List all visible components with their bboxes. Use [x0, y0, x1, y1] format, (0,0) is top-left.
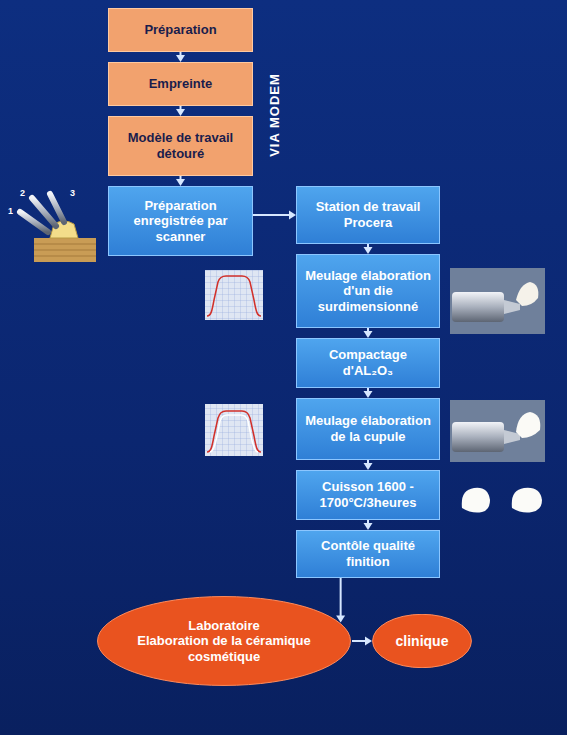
arrow-head: [176, 179, 185, 186]
fired-copings: [462, 488, 542, 513]
arrow-head: [364, 247, 373, 254]
flow-arrow: [253, 211, 296, 220]
node-text: Cuisson 1600 - 1700°C/3heures: [303, 479, 433, 510]
box-label: Préparation: [144, 22, 216, 38]
node-text: Meulage élaboration de la cupule: [303, 413, 433, 444]
flow-arrow: [364, 460, 373, 470]
ellipse-shape: [98, 597, 351, 686]
flow-arrow: [352, 637, 372, 646]
box-label: Compactage d'AL₂O₃: [303, 347, 433, 378]
process-box: Station de travail Procera: [296, 186, 440, 244]
node-text: Préparation: [144, 22, 216, 38]
node-text: clinique: [396, 633, 449, 650]
photo-ground: [450, 268, 545, 334]
node-text: Meulage élaboration d'un die surdimensio…: [303, 268, 433, 315]
flow-arrow: [364, 244, 373, 254]
cupule-curve: [210, 415, 258, 452]
graph-grid: [205, 404, 263, 456]
node-text: Préparation enregistrée par scanner: [115, 198, 246, 245]
arrow-head: [176, 55, 185, 62]
node-text: Station de travail Procera: [303, 199, 433, 230]
arrow-head: [176, 109, 185, 116]
milling-photo: [450, 400, 545, 462]
photo-ground: [450, 400, 545, 462]
node-text: Compactage d'AL₂O₃: [303, 347, 433, 378]
process-box: Modèle de travail détouré: [108, 116, 253, 176]
box-label: Modèle de travail détouré: [115, 130, 246, 161]
box-label: Station de travail Procera: [303, 199, 433, 230]
spindle-tip: [504, 300, 520, 314]
probe: [50, 194, 64, 222]
modem-label: VIA MODEM: [265, 73, 283, 157]
box-label: Cuisson 1600 - 1700°C/3heures: [303, 479, 433, 510]
cupule: [516, 412, 540, 438]
node-text: Modèle de travail détouré: [115, 130, 246, 161]
profile-curve: [207, 411, 261, 452]
flow-arrow: [176, 176, 185, 186]
process-box: Préparation enregistrée par scanner: [108, 186, 253, 256]
die: [516, 282, 538, 306]
graph-ground: [205, 270, 263, 320]
box-body: Elaboration de la céramique cosmétique: [136, 633, 312, 664]
process-box: Cuisson 1600 - 1700°C/3heures: [296, 470, 440, 520]
box-label: Contôle qualité finition: [303, 538, 433, 569]
coping: [462, 488, 490, 513]
callout-number: 2: [20, 188, 25, 198]
node-text: LaboratoireElaboration de la céramique c…: [136, 618, 312, 665]
scanner-illustration: [20, 194, 96, 262]
profile-curve: [207, 276, 261, 316]
node-text: Empreinte: [149, 76, 213, 92]
lab-ellipse: LaboratoireElaboration de la céramique c…: [96, 596, 352, 686]
arrow-head: [289, 211, 296, 220]
model-base: [34, 238, 96, 262]
base-stripes: [34, 244, 96, 256]
box-label: Meulage élaboration de la cupule: [303, 413, 433, 444]
process-box: Contôle qualité finition: [296, 530, 440, 578]
flow-arrow: [364, 388, 373, 398]
arrow-line: [340, 578, 342, 616]
arrow-line: [352, 640, 366, 642]
ellipse-shape: [373, 614, 472, 667]
arrow-head: [364, 523, 373, 530]
arrow-line: [253, 214, 290, 216]
flow-arrow: [176, 106, 185, 116]
callout-number: 3: [70, 188, 75, 198]
arrow-head: [364, 463, 373, 470]
box-label: Meulage élaboration d'un die surdimensio…: [303, 268, 433, 315]
process-box: Compactage d'AL₂O₃: [296, 338, 440, 388]
graph-ground: [205, 404, 263, 456]
process-box: Meulage élaboration de la cupule: [296, 398, 440, 460]
callout-number: 1: [8, 206, 13, 216]
arrow-head: [364, 391, 373, 398]
process-box: Meulage élaboration d'un die surdimensio…: [296, 254, 440, 328]
flow-arrow: [176, 52, 185, 62]
node-text: Contôle qualité finition: [303, 538, 433, 569]
box-label: Préparation enregistrée par scanner: [115, 198, 246, 245]
box-label: Laboratoire: [136, 618, 312, 634]
milling-photo: [450, 268, 545, 334]
box-label: clinique: [396, 633, 449, 650]
coping: [512, 488, 542, 513]
profile-graph: [205, 270, 263, 320]
spindle: [452, 422, 504, 452]
box-label: Empreinte: [149, 76, 213, 92]
clinic-ellipse: clinique: [372, 614, 472, 668]
flow-arrow: [364, 520, 373, 530]
profile-graph: [205, 404, 263, 456]
flow-arrow: [364, 328, 373, 338]
arrow-head: [365, 637, 372, 646]
graph-grid: [205, 270, 263, 320]
flow-arrow: [336, 578, 345, 622]
arrow-head: [364, 331, 373, 338]
process-box: Préparation: [108, 8, 253, 52]
spindle: [452, 292, 504, 322]
process-box: Empreinte: [108, 62, 253, 106]
